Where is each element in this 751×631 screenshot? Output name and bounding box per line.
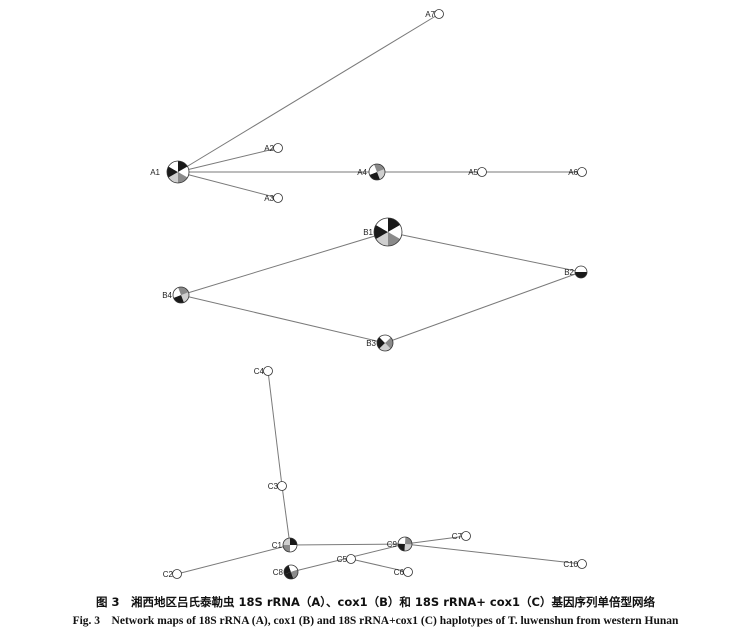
haplotype-node-a5: A5 (468, 167, 487, 177)
haplotype-node-a7: A7 (425, 9, 444, 19)
edge-A1-A7 (177, 13, 440, 173)
haplotype-node-a4: A4 (357, 163, 386, 181)
edge-C5-C6 (350, 558, 409, 573)
node-label-c3: C3 (268, 482, 279, 491)
haplotype-node-b4: B4 (162, 286, 190, 304)
node-label-c4: C4 (254, 367, 265, 376)
haplotype-node-c7: C7 (452, 531, 471, 541)
node-label-a4: A4 (357, 168, 367, 177)
node-label-c5: C5 (337, 555, 348, 564)
edge-C4-C3 (267, 370, 283, 487)
node-label-c6: C6 (394, 568, 405, 577)
node-label-b3: B3 (366, 339, 376, 348)
node-label-c7: C7 (452, 532, 463, 541)
node-label-a1: A1 (150, 168, 160, 177)
node-label-b2: B2 (564, 268, 574, 277)
edge-A1-A3 (177, 171, 279, 199)
node-label-c8: C8 (273, 568, 284, 577)
haplotype-node-c5: C5 (337, 554, 356, 564)
haplotype-node-c2: C2 (163, 569, 182, 579)
node-label-b4: B4 (162, 291, 172, 300)
network-edges (176, 13, 583, 575)
edge-C3-C1 (281, 485, 291, 546)
haplotype-node-c8: C8 (273, 564, 299, 580)
figure-caption-english: Fig. 3 Network maps of 18S rRNA (A), cox… (72, 615, 679, 627)
node-label-c10: C10 (563, 560, 578, 569)
edge-B4-B1 (180, 231, 389, 296)
node-label-c1: C1 (272, 541, 283, 550)
node-label-a6: A6 (568, 168, 578, 177)
edge-C1-C2 (176, 544, 291, 575)
node-label-a5: A5 (468, 168, 478, 177)
edge-C9-C7 (404, 535, 467, 545)
node-label-a3: A3 (264, 194, 274, 203)
edge-B3-B4 (180, 294, 386, 344)
node-label-a7: A7 (425, 10, 435, 19)
haplotype-node-a1: A1 (150, 160, 190, 184)
haplotype-node-c1: C1 (272, 537, 298, 553)
node-label-c2: C2 (163, 570, 174, 579)
node-label-c9: C9 (387, 540, 398, 549)
figure-caption-chinese: 图 3 湘西地区吕氏泰勒虫 18S rRNA（A）、cox1（B）和 18S r… (96, 595, 655, 609)
edge-A1-A2 (177, 147, 279, 173)
node-label-a2: A2 (264, 144, 274, 153)
edge-B2-B3 (384, 271, 582, 344)
edge-C9-C10 (404, 543, 583, 565)
haplotype-node-b1: B1 (363, 217, 403, 247)
haplotype-node-a2: A2 (264, 143, 283, 153)
haplotype-node-b2: B2 (564, 265, 588, 279)
haplotype-node-c9: C9 (387, 536, 413, 552)
edge-C1-C9 (289, 543, 406, 546)
haplotype-node-c3: C3 (268, 481, 287, 491)
node-label-b1: B1 (363, 228, 373, 237)
haplotype-node-c4: C4 (254, 366, 273, 376)
haplotype-node-c10: C10 (563, 559, 587, 569)
haplotype-node-a3: A3 (264, 193, 283, 203)
haplotype-node-a6: A6 (568, 167, 587, 177)
haplotype-node-b3: B3 (366, 334, 394, 352)
haplotype-node-c6: C6 (394, 567, 413, 577)
edge-B1-B2 (387, 231, 582, 273)
